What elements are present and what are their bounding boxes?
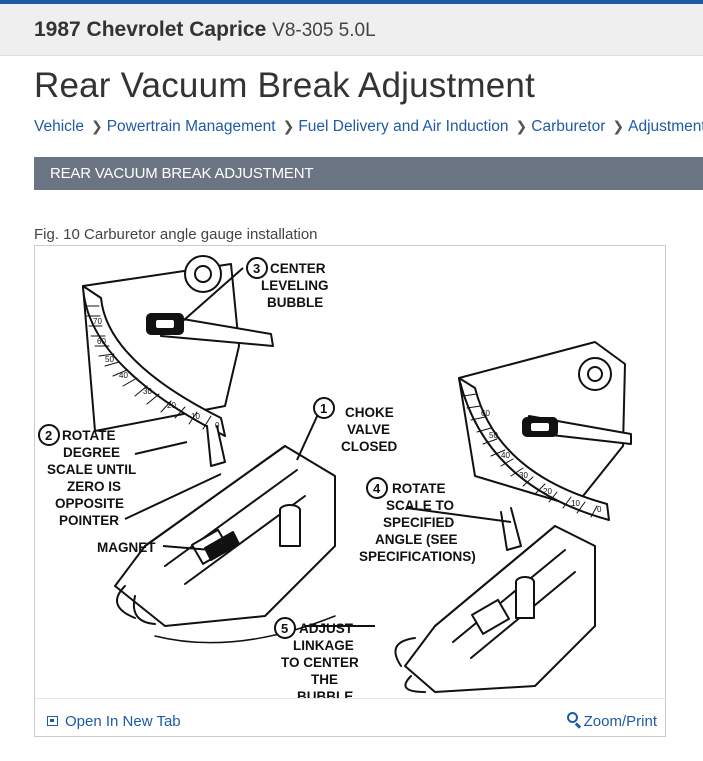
right-tick-50: 50 (489, 431, 498, 440)
left-tick-40: 40 (119, 371, 128, 380)
left-tick-50: 50 (105, 355, 114, 364)
zoom-print-link[interactable]: Zoom/Print (566, 710, 657, 730)
callout-5-line-1: ADJUST (299, 621, 354, 636)
open-in-new-tab-icon (47, 716, 58, 726)
left-degree-scale (82, 285, 226, 437)
right-degree-scale (458, 377, 610, 521)
right-scale-hatching (462, 393, 598, 518)
callout-3-line-1: CENTER (270, 261, 326, 276)
callout-3-badge (246, 257, 268, 279)
vehicle-engine: V8-305 5.0L (272, 20, 376, 41)
open-in-new-tab-label: Open In New Tab (65, 713, 181, 730)
breadcrumb-adjustments[interactable]: Adjustments (628, 118, 703, 135)
callout-5-line-2: LINKAGE (293, 638, 354, 653)
callout-4-line-4: ANGLE (SEE (375, 532, 458, 547)
left-scale-hatching (86, 305, 212, 430)
callout-4-line-5: SPECIFICATIONS) (359, 549, 476, 564)
callout-1-line-3: CLOSED (341, 439, 398, 454)
left-scale-labels: 70 60 50 40 30 20 10 0 (93, 317, 220, 430)
callout-3-line-2: LEVELING (261, 278, 329, 293)
callout-2-line-1: ROTATE (62, 428, 116, 443)
callout-5-line-4: THE (311, 672, 338, 687)
breadcrumb-vehicle[interactable]: Vehicle (34, 118, 84, 135)
open-in-new-tab-link[interactable]: Open In New Tab (47, 713, 181, 730)
callout-3-number: 3 (253, 261, 260, 276)
left-tick-10: 10 (191, 412, 200, 421)
breadcrumb-fuel-delivery[interactable]: Fuel Delivery and Air Induction (298, 118, 509, 135)
callout-2-badge (38, 424, 60, 446)
callout-5-line-3: TO CENTER (281, 655, 359, 670)
callout-4-number: 4 (373, 481, 381, 496)
figure-caption: Fig. 10 Carburetor angle gauge installat… (34, 226, 318, 243)
vehicle-bar: 1987 Chevrolet Caprice V8-305 5.0L (0, 4, 703, 56)
callout-5-badge (274, 617, 296, 639)
right-tick-0: 0 (597, 505, 602, 514)
chevron-right-icon: ❯ (612, 118, 625, 134)
right-gauge-stem (500, 507, 522, 551)
left-tick-20: 20 (167, 401, 176, 410)
figure-container: 70 60 50 40 30 20 10 0 60 50 40 30 20 10… (34, 245, 666, 737)
figure-actions: Open In New Tab Zoom/Print (35, 698, 665, 736)
left-tick-30: 30 (143, 387, 152, 396)
zoom-print-label: Zoom/Print (583, 713, 657, 730)
zoom-magnifier-icon (566, 712, 582, 729)
callout-4-line-2: SCALE TO (386, 498, 454, 513)
page-title: Rear Vacuum Break Adjustment (34, 66, 536, 105)
left-magnet (204, 531, 240, 561)
magnet-label: MAGNET (97, 540, 156, 555)
right-tick-10: 10 (571, 499, 580, 508)
callout-2-line-6: POINTER (59, 513, 119, 528)
left-gauge-stem (206, 425, 226, 467)
left-tick-70: 70 (93, 317, 102, 326)
callout-5-line-5: BUBBLE (297, 689, 353, 698)
right-tick-60: 60 (481, 409, 490, 418)
right-tick-40: 40 (501, 451, 510, 460)
right-scale-labels: 60 50 40 30 20 10 0 (481, 409, 602, 514)
left-tick-60: 60 (97, 337, 106, 346)
chevron-right-icon: ❯ (90, 118, 103, 134)
right-tick-30: 30 (519, 471, 528, 480)
callout-4-line-1: ROTATE (392, 481, 446, 496)
callout-1-line-1: CHOKE (345, 405, 394, 420)
section-header: REAR VACUUM BREAK ADJUSTMENT (34, 157, 703, 190)
vehicle-name: 1987 Chevrolet Caprice (34, 18, 267, 41)
right-tick-20: 20 (543, 487, 552, 496)
callout-1-badge (313, 397, 335, 419)
breadcrumb-carburetor[interactable]: Carburetor (531, 118, 606, 135)
vehicle-title: 1987 Chevrolet Caprice V8-305 5.0L (34, 18, 376, 42)
left-tick-0: 0 (215, 421, 220, 430)
chevron-right-icon: ❯ (515, 118, 528, 134)
callout-2-line-5: OPPOSITE (55, 496, 124, 511)
callout-2-line-2: DEGREE (63, 445, 120, 460)
callout-1-number: 1 (320, 401, 327, 416)
breadcrumb-powertrain-management[interactable]: Powertrain Management (106, 118, 276, 135)
callout-1-line-2: VALVE (347, 422, 390, 437)
chevron-right-icon: ❯ (282, 118, 295, 134)
callout-2-number: 2 (45, 428, 52, 443)
breadcrumb: Vehicle❯Powertrain Management❯Fuel Deliv… (34, 118, 703, 140)
callout-5-number: 5 (281, 621, 288, 636)
carburetor-angle-gauge-diagram[interactable]: 70 60 50 40 30 20 10 0 60 50 40 30 20 10… (35, 246, 665, 698)
callout-4-badge (366, 477, 388, 499)
callout-2-line-4: ZERO IS (67, 479, 121, 494)
callout-4-line-3: SPECIFIED (383, 515, 455, 530)
callout-2-line-3: SCALE UNTIL (47, 462, 136, 477)
callout-3-line-3: BUBBLE (267, 295, 323, 310)
top-accent-bar (0, 0, 703, 4)
